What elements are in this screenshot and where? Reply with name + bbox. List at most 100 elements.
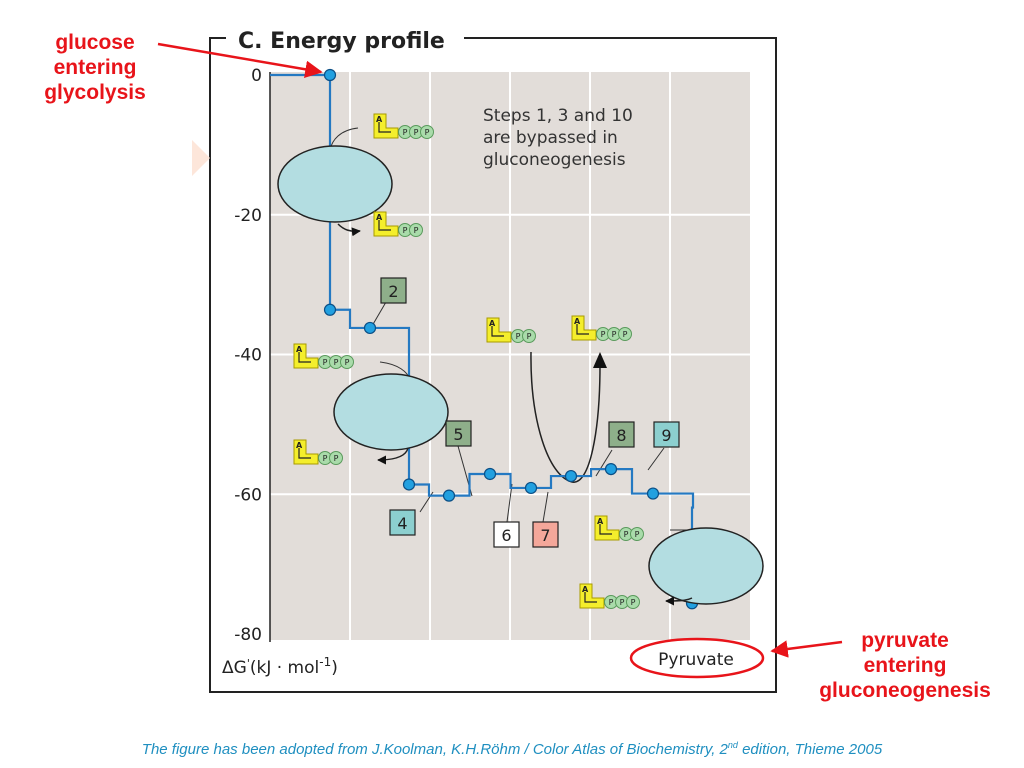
atp-output-arrow-10	[665, 596, 693, 606]
delta-g-prime: '	[247, 657, 250, 670]
step-number: 5	[453, 425, 463, 444]
phosphate-letter: P	[601, 330, 606, 339]
pyruvate-label: Pyruvate	[658, 650, 734, 670]
step-number: 4	[397, 514, 407, 533]
step-number: 9	[661, 426, 671, 445]
adp-output-arrow-3	[377, 447, 409, 465]
decorative-pale-arrow	[192, 140, 210, 176]
bypass-enzyme-step-10	[648, 527, 764, 605]
ribose-bond-icon	[378, 122, 391, 133]
phosphate-letter: P	[612, 330, 617, 339]
panel-title: C. Energy profile	[238, 29, 445, 54]
phosphate-icon	[630, 527, 644, 541]
profile-point	[402, 478, 416, 491]
y-tick-label: -80	[234, 625, 262, 645]
glucose-annotation: glucose entering glycolysis	[18, 30, 172, 105]
phosphate-letter: P	[403, 226, 408, 235]
figure-source-caption: The figure has been adopted from J.Koolm…	[0, 740, 1024, 758]
phosphate-icon	[626, 595, 640, 609]
ribose-bond-icon	[298, 352, 311, 363]
profile-point	[442, 489, 456, 502]
phosphate-letter: P	[623, 330, 628, 339]
pyruvate-annotation-line-2: entering	[863, 654, 947, 677]
bypass-note-line-1: Steps 1, 3 and 10	[483, 106, 633, 126]
phosphate-icon	[340, 355, 354, 369]
phosphate-letter: P	[345, 358, 350, 367]
ribose-bond-icon	[576, 324, 589, 335]
step-box-frame	[389, 509, 416, 536]
y-axis-unit-close: )	[331, 658, 338, 678]
atp-output-arrowhead	[593, 352, 607, 368]
phosphate-letter: P	[323, 358, 328, 367]
step-box-8: 8	[608, 421, 635, 448]
phosphate-letter: P	[425, 128, 430, 137]
caption-edition-superscript: nd	[727, 740, 738, 750]
pyruvate-annotation: pyruvate entering gluconeogenesis	[798, 628, 1012, 703]
profile-point	[646, 487, 660, 500]
phosphate-letter: P	[323, 454, 328, 463]
phosphate-letter: P	[635, 530, 640, 539]
step-box-frame	[493, 521, 520, 548]
phosphate-letter: P	[631, 598, 636, 607]
step-box-frame	[653, 421, 680, 448]
step-7-pointer	[542, 491, 549, 523]
adenosine-letter: A	[296, 441, 303, 450]
bypass-note: Steps 1, 3 and 10 are bypassed in glucon…	[483, 106, 638, 170]
phosphate-icon	[618, 327, 632, 341]
adenosine-letter: A	[376, 213, 383, 222]
step-number: 2	[388, 282, 398, 301]
step-6-pointer	[506, 483, 513, 523]
phosphate-icon	[522, 329, 536, 343]
bypass-enzyme-step-3	[333, 373, 449, 451]
adp-output-arrow-1	[337, 223, 361, 237]
step-box-2: 2	[380, 277, 407, 304]
panel-frame	[209, 37, 777, 693]
phosphate-letter: P	[516, 332, 521, 341]
caption-text-end: edition, Thieme 2005	[737, 741, 883, 758]
y-tick-label: -40	[234, 346, 262, 366]
adenosine-letter: A	[376, 115, 383, 124]
phosphate-letter: P	[403, 128, 408, 137]
adenosine-letter: A	[296, 345, 303, 354]
step-number: 7	[540, 526, 550, 545]
phosphate-letter: P	[414, 226, 419, 235]
step-9-pointer	[647, 447, 665, 471]
ribose-bond-icon	[378, 220, 391, 231]
pyruvate-annotation-arrow	[770, 640, 843, 658]
y-tick-label: -60	[234, 485, 262, 505]
glucose-annotation-line-2: entering	[53, 56, 137, 79]
step-number: 6	[501, 526, 511, 545]
step-box-frame	[445, 420, 472, 447]
step-box-6: 6	[493, 521, 520, 548]
step-box-4: 4	[389, 509, 416, 536]
panel-title-background	[226, 26, 464, 52]
bypass-note-line-3: gluconeogenesis	[483, 150, 626, 170]
step-box-9: 9	[653, 421, 680, 448]
step-box-5: 5	[445, 420, 472, 447]
phosphate-icon	[409, 223, 423, 237]
caption-text: The figure has been adopted from J.Koolm…	[141, 741, 728, 758]
adenosine-letter: A	[597, 517, 604, 526]
phosphate-letter: P	[609, 598, 614, 607]
step-8-pointer	[595, 449, 613, 477]
phosphate-letter: P	[620, 598, 625, 607]
glucose-annotation-line-1: glucose	[55, 31, 135, 54]
pyruvate-annotation-line-1: pyruvate	[861, 629, 949, 652]
ribose-bond-icon	[584, 592, 597, 603]
profile-point	[483, 467, 497, 481]
pyruvate-highlight-ellipse	[629, 637, 765, 679]
adenosine-letter: A	[489, 319, 496, 328]
adenosine-letter: A	[582, 585, 589, 594]
glucose-annotation-line-3: glycolysis	[44, 81, 146, 104]
y-axis-unit-exponent: -1	[319, 655, 331, 669]
profile-point	[323, 68, 337, 82]
